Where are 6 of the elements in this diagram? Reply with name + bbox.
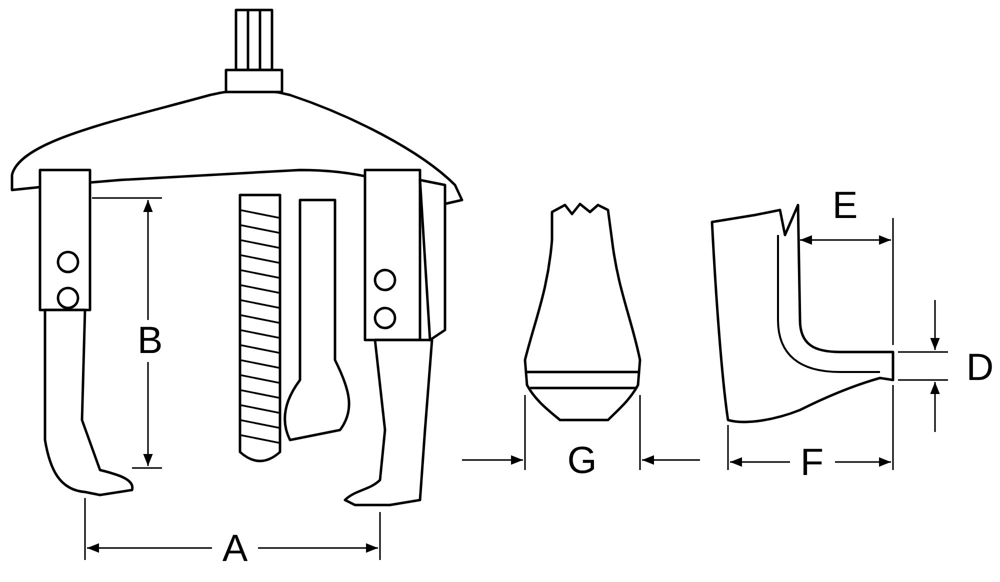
dimension-letter: F	[800, 444, 824, 482]
dimension-letter: D	[966, 349, 994, 387]
dimension-letter: E	[832, 187, 858, 225]
dimension-letter: A	[222, 530, 248, 568]
dimension-letter: G	[567, 442, 597, 480]
dimension-letter: B	[137, 322, 163, 360]
